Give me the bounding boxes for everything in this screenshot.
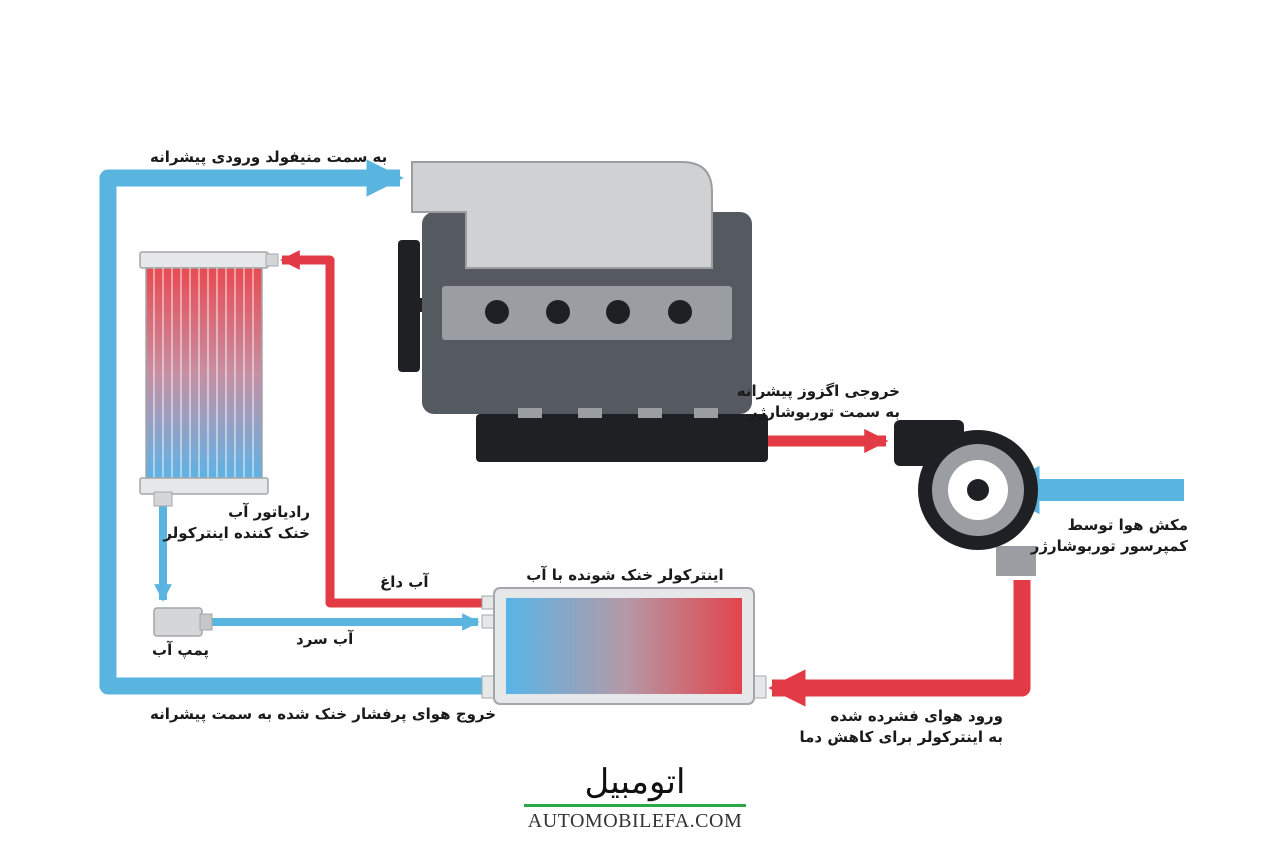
cylinder-4 (668, 300, 692, 324)
label-cooled-air-out: خروج هوای پرفشار خنک شده به سمت پیشرانه (150, 705, 497, 723)
logo-wordmark: اتومبیل (584, 762, 686, 802)
pump-outlet (199, 613, 213, 631)
intercooler-core (506, 598, 742, 694)
radiator-top-cap (265, 253, 279, 267)
logo-underline (524, 804, 746, 807)
label-water-pump: پمپ آب (152, 641, 210, 659)
intercooler (481, 587, 767, 705)
label-intercooler-title: اینترکولر خنک شونده با آب (526, 566, 724, 584)
turbo-outlet (996, 546, 1036, 576)
label-hot-water: آب داغ (380, 573, 429, 591)
label-exhaust-output: خروجی اگزوز پیشرانه به سمت توربوشارژر (736, 382, 900, 421)
radiator-fins (150, 268, 260, 478)
pump-body (153, 607, 203, 637)
radiator-outlet (153, 491, 173, 507)
cylinder-head-strip (442, 286, 732, 340)
hot-water-pipe (280, 250, 482, 608)
cylinder-2 (546, 300, 570, 324)
label-cold-water: آب سرد (296, 630, 354, 648)
exhaust-port-1 (518, 408, 542, 418)
cylinder-1 (485, 300, 509, 324)
radiator-top-tank (139, 251, 269, 269)
exhaust-port-2 (578, 408, 602, 418)
engine-pulley (398, 240, 420, 372)
water-pump (153, 607, 213, 637)
compressed-air-pipe (768, 580, 1031, 707)
label-to-intake-manifold: به سمت منیفولد ورودی پیشرانه (150, 148, 388, 166)
label-compressed-air-in: ورود هوای فشرده شده به اینترکولر برای کا… (799, 707, 1004, 746)
radiator-bottom-tank (139, 477, 269, 495)
compressor-hub (967, 479, 989, 501)
label-radiator: رادیاتور آب خنک کننده اینترکولر (163, 503, 310, 542)
turbocharger (894, 420, 1038, 576)
cooled-air-loop-pipe (99, 159, 482, 695)
engine (398, 161, 768, 462)
cylinder-3 (606, 300, 630, 324)
radiator (139, 251, 279, 507)
exhaust-port-4 (694, 408, 718, 418)
exhaust-port-3 (638, 408, 662, 418)
exhaust-manifold (476, 414, 768, 462)
logo-domain: AUTOMOBILEFA.COM (527, 810, 743, 832)
label-air-intake: مکش هوا توسط کمپرسور توربوشارژر (1030, 516, 1188, 555)
intake-manifold-cover (411, 161, 713, 269)
